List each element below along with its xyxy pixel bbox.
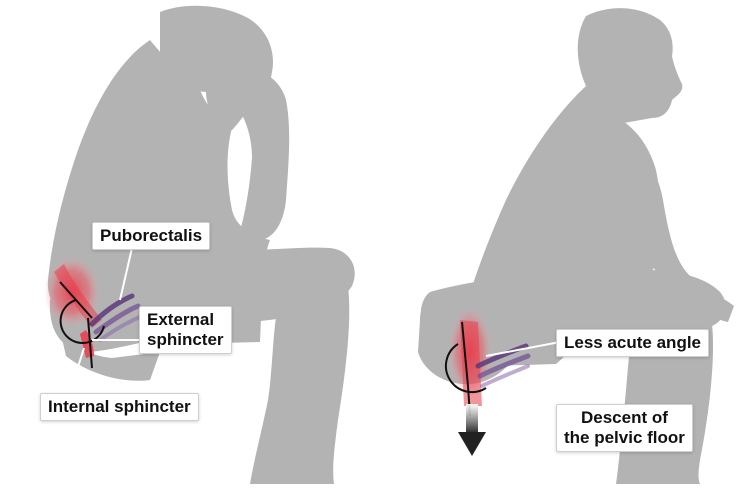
external-sphincter-label-line2: sphincter bbox=[147, 330, 224, 350]
descent-arrow-shaft bbox=[466, 404, 478, 434]
descent-label-line1: Descent of bbox=[564, 408, 685, 428]
pelvic-floor-descent-label: Descent of the pelvic floor bbox=[556, 404, 693, 452]
internal-sphincter-label-text: Internal sphincter bbox=[48, 397, 191, 417]
descent-arrow-head bbox=[458, 432, 486, 456]
descent-label-line2: the pelvic floor bbox=[564, 428, 685, 448]
external-sphincter-label-line1: External bbox=[147, 310, 224, 330]
puborectalis-label: Puborectalis bbox=[92, 222, 210, 250]
external-sphincter-label: External sphincter bbox=[139, 306, 232, 354]
less-acute-angle-label-text: Less acute angle bbox=[564, 333, 701, 353]
puborectalis-label-text: Puborectalis bbox=[100, 226, 202, 246]
less-acute-angle-label: Less acute angle bbox=[556, 329, 709, 357]
internal-sphincter-label: Internal sphincter bbox=[40, 393, 199, 421]
